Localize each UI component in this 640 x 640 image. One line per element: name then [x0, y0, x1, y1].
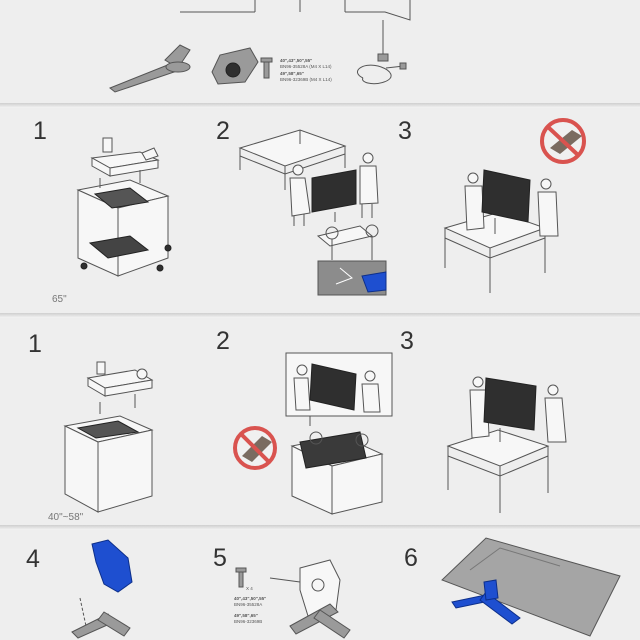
fold-line: [0, 313, 640, 318]
screw-spec-b: 49",58",65": [234, 613, 258, 618]
step-2-lift-tv-illustration: [233, 352, 393, 515]
step-3-place-tv-illustration: [446, 376, 567, 513]
screw-icon: [260, 57, 273, 79]
screw-part-a: BN96-35528A: [234, 602, 263, 607]
screw-part-b: BN96-32369B: [234, 619, 263, 624]
prohibited-sign-icon: [540, 118, 586, 164]
step-4-attach-bracket-illustration: [71, 539, 133, 639]
fold-line: [0, 103, 640, 108]
step-3-place-tv-illustration: [443, 118, 586, 293]
size-label: 65": [52, 294, 67, 305]
step-number: 3: [400, 327, 414, 355]
screw-spec-b: 49",58",65": [280, 71, 304, 76]
step-number: 2: [216, 327, 230, 355]
screw-quantity: X 4: [246, 586, 253, 591]
step-number: 1: [33, 117, 47, 145]
step-number: 5: [213, 544, 227, 572]
top-parts-illustration: [109, 0, 411, 93]
cable-icon: [357, 53, 407, 85]
screw-spec-a: 40",43",50",55": [234, 596, 267, 601]
step-number: 2: [216, 117, 230, 145]
top-panel: [0, 0, 640, 103]
step-5-screw-bracket-illustration: [235, 559, 351, 639]
fold-line: [0, 525, 640, 530]
stand-bracket-icon: [211, 47, 259, 85]
prohibited-sign-icon: [233, 426, 277, 470]
step-number: 1: [28, 330, 42, 358]
step-6-mount-stand-illustration: [441, 537, 621, 637]
step-1-unbox-illustration: [76, 137, 172, 277]
step-number: 3: [398, 117, 412, 145]
step-1-unbox-illustration: [63, 361, 154, 513]
screw-part-b: BN96-32369B (M4 X L14): [280, 77, 332, 82]
step-number: 6: [404, 544, 418, 572]
step-2-lift-tv-illustration: [238, 129, 387, 296]
screw-spec-a: 40",43",50",55": [280, 58, 313, 63]
step-number: 4: [26, 545, 40, 573]
size-label: 40"~58": [48, 512, 84, 523]
screw-part-a: BN96-35528A (M4 X L14): [280, 64, 332, 69]
stand-leg-icon: [109, 44, 191, 93]
screw-icon: [235, 567, 247, 588]
